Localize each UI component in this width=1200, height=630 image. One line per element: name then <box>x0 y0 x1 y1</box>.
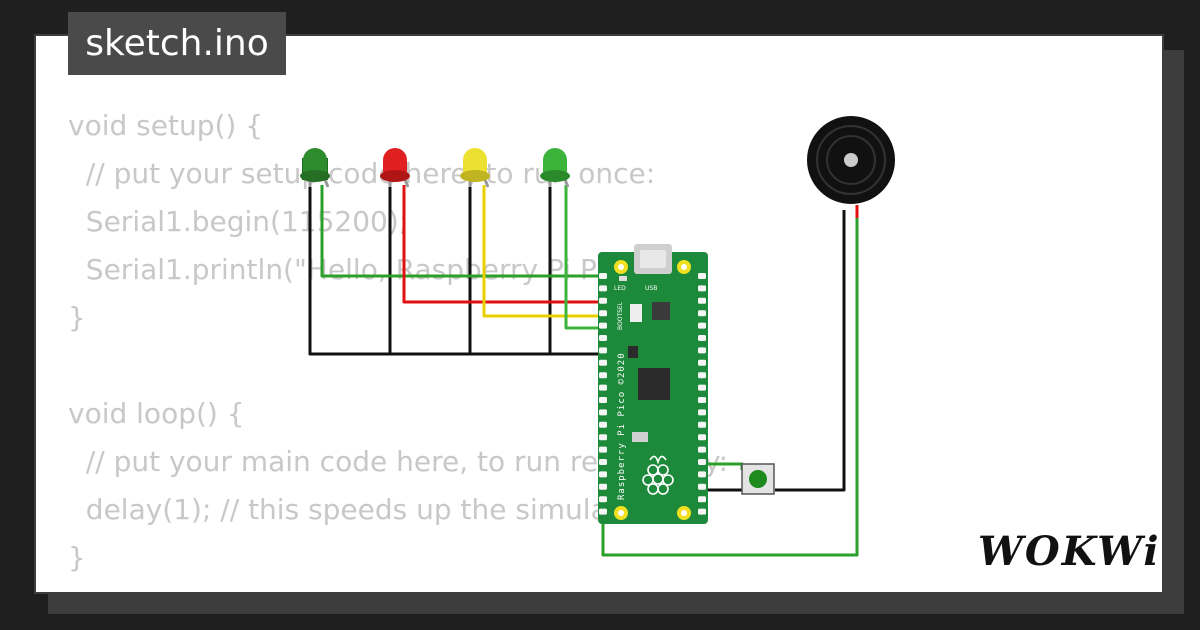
pico-pin-right-5[interactable] <box>698 322 706 329</box>
wire-led2-signal <box>402 185 603 304</box>
pico-pin-right-3[interactable] <box>698 297 706 304</box>
code-line: Serial1.begin(115200); <box>68 205 409 238</box>
wire-led3-signal <box>482 185 603 318</box>
pico-pin-left-20[interactable] <box>599 508 607 515</box>
pico-pin-right-19[interactable] <box>698 496 706 503</box>
board-led-label: LED <box>614 285 626 292</box>
pico-pin-right-14[interactable] <box>698 434 706 441</box>
code-editor[interactable]: void setup() { // put your setup code he… <box>68 102 728 582</box>
code-line: void setup() { <box>68 109 264 142</box>
board-usb-label: USB <box>645 285 657 292</box>
led-yellow <box>460 148 490 188</box>
pico-pin-left-12[interactable] <box>599 409 607 416</box>
code-line: } <box>68 541 86 574</box>
pico-pin-right-1[interactable] <box>698 273 706 279</box>
board-bootsel-label: BOOTSEL <box>617 301 624 330</box>
wire-ground-led1 <box>308 185 603 356</box>
pico-pin-left-19[interactable] <box>599 496 607 503</box>
wire-button-green <box>708 462 744 470</box>
pico-pin-left-4[interactable] <box>599 310 607 317</box>
pico-pin-left-14[interactable] <box>599 434 607 441</box>
code-line: // put your setup code here, to run once… <box>68 157 656 190</box>
buzzer <box>807 116 895 204</box>
pico-pin-left-13[interactable] <box>599 421 607 428</box>
pico-pin-left-5[interactable] <box>599 322 607 329</box>
pico-pin-right-18[interactable] <box>698 483 706 490</box>
wire-led1-signal <box>320 185 603 278</box>
pico-pin-right-17[interactable] <box>698 471 706 478</box>
pico-pin-right-7[interactable] <box>698 347 706 354</box>
pico-pin-right-6[interactable] <box>698 335 706 341</box>
pico-pin-right-8[interactable] <box>698 359 706 366</box>
pico-pin-left-9[interactable] <box>599 372 607 379</box>
pico-pin-right-13[interactable] <box>698 421 706 428</box>
pico-pin-left-8[interactable] <box>599 359 607 366</box>
led-green-1 <box>300 148 330 188</box>
pico-pin-left-3[interactable] <box>599 297 607 304</box>
pico-pin-right-2[interactable] <box>698 285 706 292</box>
pico-pin-left-16[interactable] <box>599 459 607 465</box>
code-line: } <box>68 301 86 334</box>
pico-pin-right-11[interactable] <box>698 397 706 403</box>
pico-pin-right-16[interactable] <box>698 459 706 465</box>
pico-pin-left-18[interactable] <box>599 483 607 490</box>
wokwi-logo: WOKWi <box>978 528 1161 575</box>
pico-pin-left-17[interactable] <box>599 471 607 478</box>
code-line: void loop() { <box>68 397 245 430</box>
led-green-2 <box>540 148 570 188</box>
pico-pin-left-11[interactable] <box>599 397 607 403</box>
pico-pin-left-10[interactable] <box>599 384 607 391</box>
pico-pin-holes <box>599 273 706 515</box>
pico-pin-right-12[interactable] <box>698 409 706 416</box>
pico-pin-right-20[interactable] <box>698 508 706 515</box>
pico-pin-right-4[interactable] <box>698 310 706 317</box>
wire-buzzer-black <box>775 210 846 492</box>
pico-pin-left-1[interactable] <box>599 273 607 279</box>
pico-pin-right-10[interactable] <box>698 384 706 391</box>
pico-pin-right-9[interactable] <box>698 372 706 379</box>
pico-pin-right-15[interactable] <box>698 446 706 453</box>
pico-pin-left-2[interactable] <box>599 285 607 292</box>
pico-pin-left-7[interactable] <box>599 347 607 354</box>
pico-board: LED USB BOOTSEL Raspberry Pi Pico ©2020 <box>598 244 708 524</box>
wire-led4-signal <box>564 185 603 330</box>
pushbutton <box>741 463 775 495</box>
file-tab[interactable]: sketch.ino <box>68 12 286 75</box>
board-name-label: Raspberry Pi Pico ©2020 <box>617 352 627 500</box>
led-red <box>380 148 410 188</box>
wire-buzzer-green <box>601 218 859 557</box>
raspberry-logo-icon <box>642 455 674 495</box>
pico-pin-left-15[interactable] <box>599 446 607 453</box>
pico-pin-left-6[interactable] <box>599 335 607 341</box>
